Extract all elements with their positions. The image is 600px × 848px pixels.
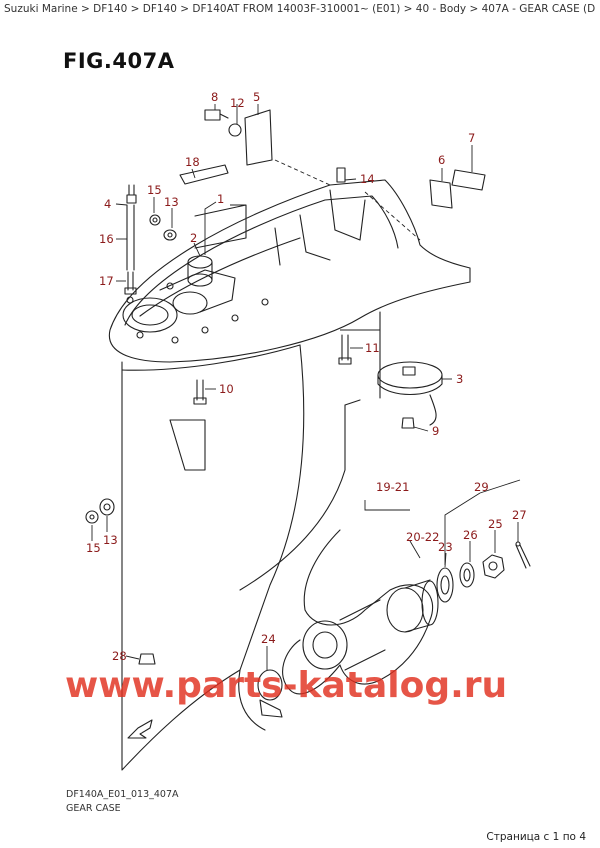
callout-28[interactable]: 28 [112,649,127,663]
callout-8[interactable]: 8 [211,90,218,104]
callout-18[interactable]: 18 [185,155,200,169]
figure-title: FIG.407A [63,49,175,73]
callout-16[interactable]: 16 [99,232,114,246]
callout-11[interactable]: 11 [365,341,380,355]
callout-3[interactable]: 3 [456,372,463,386]
callout-15-top[interactable]: 15 [147,183,162,197]
callout-7[interactable]: 7 [468,131,475,145]
callout-12[interactable]: 12 [230,96,245,110]
callout-27[interactable]: 27 [512,508,527,522]
pagination-label: Страница с 1 по 4 [486,831,586,843]
callout-29[interactable]: 29 [474,480,489,494]
callout-26[interactable]: 26 [463,528,478,542]
callout-5[interactable]: 5 [253,90,260,104]
callout-1[interactable]: 1 [217,192,224,206]
gear-case-body [108,179,471,363]
callout-10[interactable]: 10 [219,382,234,396]
callout-15-lower[interactable]: 15 [86,541,101,555]
callout-13-lower[interactable]: 13 [103,533,118,547]
breadcrumb[interactable]: Suzuki Marine > DF140 > DF140 > DF140AT … [4,3,596,15]
callout-2[interactable]: 2 [190,231,197,245]
callout-17[interactable]: 17 [99,274,114,288]
propeller [282,529,434,695]
callout-25[interactable]: 25 [488,517,503,531]
callout-20-22[interactable]: 20-22 [406,530,439,544]
callout-19-21[interactable]: 19-21 [376,480,409,494]
callout-24[interactable]: 24 [261,632,276,646]
drawing-caption: GEAR CASE [66,803,121,814]
callout-14[interactable]: 14 [360,172,375,186]
callout-4[interactable]: 4 [104,197,111,211]
callout-23[interactable]: 23 [438,540,453,554]
watermark: www.parts-katalog.ru [65,665,507,706]
fwd-label: FWD [135,723,151,737]
drawing-code: DF140A_E01_013_407A [66,789,179,800]
callout-13-top[interactable]: 13 [164,195,179,209]
callout-9[interactable]: 9 [432,424,439,438]
callout-6[interactable]: 6 [438,153,445,167]
